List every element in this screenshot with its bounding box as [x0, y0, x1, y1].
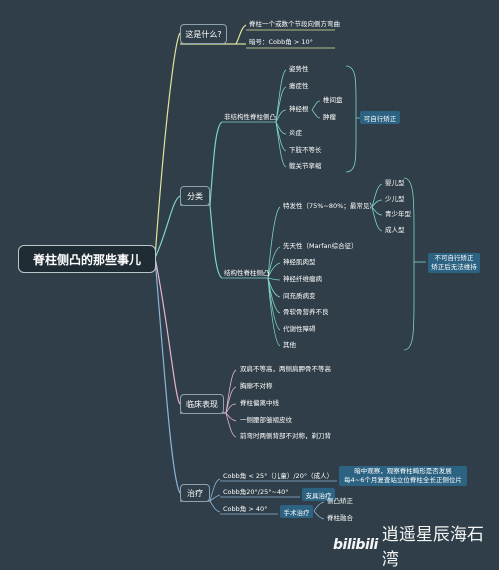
- idiopathic-sub-4: 成人型: [385, 226, 405, 234]
- clinical-item-1: 双肩不等高，两侧肩胛骨不等高: [240, 365, 331, 373]
- node-clinical: 临床表现: [180, 394, 224, 414]
- non-correctable-line-2: 矫正后无法维持: [431, 263, 477, 271]
- clinical-item-4: 一侧腰部皱褶皮纹: [240, 416, 292, 424]
- clinical-item-2: 胸廓不对称: [240, 382, 273, 390]
- watermark: bilibili 逍遥星辰海石湾: [333, 520, 499, 570]
- node-treatment: 治疗: [180, 484, 210, 502]
- brace-tag: 支具治疗: [302, 488, 335, 501]
- observation-line-2: 每4~6个月复查站立位脊柱全长正侧位片: [344, 476, 462, 484]
- cobb-angle-hint: 暗号：Cobb角 > 10°: [249, 38, 313, 46]
- nerve-sub-2: 肿瘤: [323, 113, 336, 121]
- idiopathic-sub-2: 少儿型: [385, 195, 405, 203]
- nonstructural-item-6: 髋关节挛缩: [289, 162, 322, 170]
- nerve-sub-1: 椎间盘: [323, 96, 343, 104]
- structural-item-3: 神经纤维瘤病: [283, 275, 322, 283]
- watermark-text: 逍遥星辰海石湾: [381, 525, 484, 570]
- definition-text: 脊柱一个或数个节段向侧方弯曲: [249, 20, 340, 28]
- treatment-row-1: Cobb角 < 25°（儿童）/20°（成人）: [223, 472, 334, 480]
- nonstructural-item-1: 姿势性: [289, 65, 309, 73]
- structural-item-1: 先天性（Marfan综合征）: [283, 242, 358, 250]
- nonstructural-item-3: 神经根: [289, 105, 309, 113]
- surgery-tag: 手术治疗: [280, 505, 313, 518]
- bilibili-logo: bilibili: [333, 537, 378, 553]
- non-correctable-line-1: 不可自行矫正: [434, 254, 474, 262]
- surgery-sub-2: 脊柱融合: [327, 514, 353, 522]
- idiopathic-sub-1: 婴儿型: [385, 179, 405, 187]
- observation-line-1: 暗中观察，观察脊柱畸形是否发展: [354, 467, 452, 475]
- idiopathic-sub-3: 青少年型: [385, 210, 411, 218]
- nonstructural-item-2: 癔症性: [289, 82, 309, 90]
- non-correctable-tag: 不可自行矫正 矫正后无法维持: [428, 253, 480, 273]
- nonstructural-title: 非结构性脊柱侧凸: [224, 113, 276, 121]
- clinical-item-5: 前弯时两侧背部不对称，剃刀背: [240, 432, 331, 440]
- structural-item-7: 其他: [283, 341, 296, 349]
- structural-item-2: 神经肌肉型: [283, 258, 316, 266]
- idiopathic-text: 特发性（75%~80%；最常见）: [283, 202, 376, 210]
- self-correctable-tag: 可自行矫正: [360, 111, 400, 124]
- node-what-is-it: 这是什么?: [180, 24, 227, 44]
- structural-item-6: 代谢性障碍: [283, 325, 316, 333]
- nonstructural-item-4: 炎症: [289, 129, 302, 137]
- structural-title: 结构性脊柱侧凸: [224, 269, 270, 277]
- nonstructural-item-5: 下肢不等长: [289, 146, 322, 154]
- root-node: 脊柱侧凸的那些事儿: [18, 245, 156, 273]
- structural-item-5: 骨软骨营养不良: [283, 308, 329, 316]
- surgery-sub-1: 侧凸矫正: [327, 497, 353, 505]
- treatment-row-3: Cobb角 > 40°: [223, 505, 268, 513]
- node-classification: 分类: [180, 186, 210, 206]
- structural-item-4: 间充质病变: [283, 292, 316, 300]
- clinical-item-3: 脊柱偏离中线: [240, 399, 279, 407]
- treatment-row-2: Cobb角20°/25°~40°: [223, 488, 289, 496]
- observation-note: 暗中观察，观察脊柱畸形是否发展 每4~6个月复查站立位脊柱全长正侧位片: [339, 466, 467, 486]
